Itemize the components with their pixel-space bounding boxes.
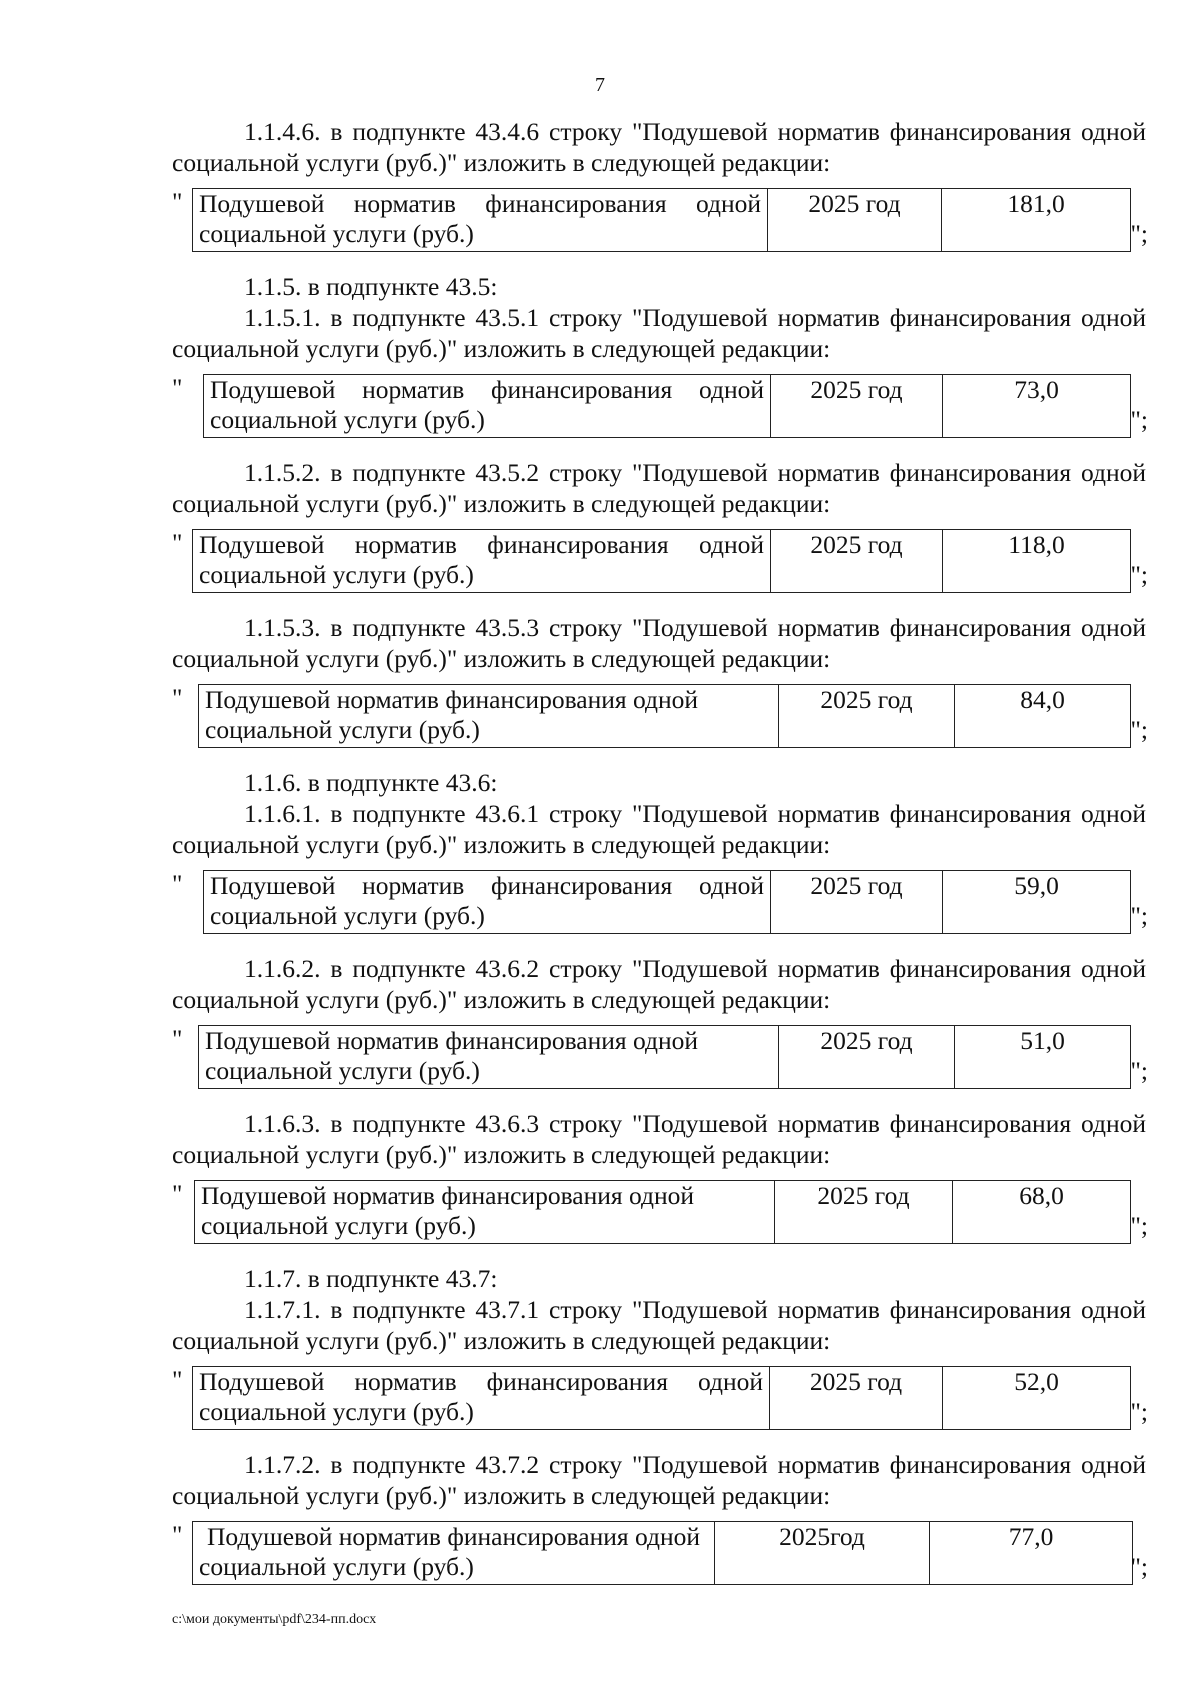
close-quote: ";: [1130, 560, 1149, 589]
open-quote: ": [172, 1520, 183, 1549]
footer-file-path: c:\мои документы\pdf\234-пп.docx: [172, 1612, 377, 1627]
value-cell: 52,0: [942, 1366, 1131, 1430]
replacement-row-43-5-2: " Подушевой норматив финансирования одно…: [172, 528, 1149, 595]
year-cell: 2025 год: [774, 1180, 953, 1244]
year-cell: 2025 год: [767, 188, 942, 252]
value-cell: 68,0: [952, 1180, 1131, 1244]
close-quote: ";: [1130, 1211, 1149, 1240]
norm-table-43-5-3: Подушевой норматив финансирования одной …: [198, 684, 1131, 748]
norm-table-43-4-6: Подушевой норматив финансирования одной …: [192, 188, 1131, 252]
paragraph-1-1-7: 1.1.7. в подпункте 43.7:: [244, 1264, 498, 1293]
paragraph-1-1-6-1: 1.1.6.1. в подпункте 43.6.1 строку "Поду…: [172, 799, 1146, 859]
norm-table-43-6-2: Подушевой норматив финансирования одной …: [198, 1025, 1131, 1089]
paragraph-1-1-4-6: 1.1.4.6. в подпункте 43.4.6 строку "Поду…: [172, 117, 1146, 177]
norm-label-cell: Подушевой норматив финансирования одной …: [192, 1521, 715, 1585]
paragraph-1-1-5-3: 1.1.5.3. в подпункте 43.5.3 строку "Поду…: [172, 613, 1146, 673]
open-quote: ": [172, 1024, 183, 1053]
open-quote: ": [172, 869, 183, 898]
replacement-row-43-6-1: " Подушевой норматив финансирования одно…: [172, 869, 1149, 936]
value-cell: 59,0: [942, 870, 1131, 934]
year-cell: 2025 год: [770, 870, 943, 934]
value-cell: 118,0: [942, 529, 1131, 593]
norm-label-cell: Подушевой норматив финансирования одной …: [203, 870, 771, 934]
paragraph-1-1-7-1: 1.1.7.1. в подпункте 43.7.1 строку "Поду…: [172, 1295, 1146, 1355]
close-quote: ";: [1130, 1056, 1149, 1085]
paragraph-1-1-5-2: 1.1.5.2. в подпункте 43.5.2 строку "Поду…: [172, 458, 1146, 518]
replacement-row-43-4-6: " Подушевой норматив финансирования одно…: [172, 187, 1149, 254]
open-quote: ": [172, 1179, 183, 1208]
replacement-row-43-6-2: " Подушевой норматив финансирования одно…: [172, 1024, 1149, 1091]
replacement-row-43-6-3: " Подушевой норматив финансирования одно…: [172, 1179, 1149, 1246]
value-cell: 84,0: [954, 684, 1131, 748]
paragraph-1-1-5-1: 1.1.5.1. в подпункте 43.5.1 строку "Поду…: [172, 303, 1146, 363]
paragraph-1-1-5: 1.1.5. в подпункте 43.5:: [244, 272, 498, 301]
open-quote: ": [172, 683, 183, 712]
norm-table-43-6-3: Подушевой норматив финансирования одной …: [194, 1180, 1131, 1244]
paragraph-1-1-6-3: 1.1.6.3. в подпункте 43.6.3 строку "Поду…: [172, 1109, 1146, 1169]
norm-table-43-7-2: Подушевой норматив финансирования одной …: [192, 1521, 1133, 1585]
close-quote: ";: [1130, 219, 1149, 248]
close-quote: ";: [1130, 1397, 1149, 1426]
close-quote: ";: [1130, 1552, 1149, 1581]
norm-label-cell: Подушевой норматив финансирования одной …: [194, 1180, 775, 1244]
norm-label-cell: Подушевой норматив финансирования одной …: [192, 188, 768, 252]
norm-label-cell: Подушевой норматив финансирования одной …: [198, 684, 779, 748]
norm-table-43-6-1: Подушевой норматив финансирования одной …: [203, 870, 1131, 934]
open-quote: ": [172, 1365, 183, 1394]
page-number: 7: [595, 74, 605, 96]
norm-table-43-7-1: Подушевой норматив финансирования одной …: [192, 1366, 1131, 1430]
value-cell: 181,0: [941, 188, 1131, 252]
year-cell: 2025 год: [778, 1025, 955, 1089]
value-cell: 77,0: [929, 1521, 1133, 1585]
replacement-row-43-5-1: " Подушевой норматив финансирования одно…: [172, 373, 1149, 440]
value-cell: 51,0: [954, 1025, 1131, 1089]
open-quote: ": [172, 373, 183, 402]
norm-table-43-5-1: Подушевой норматив финансирования одной …: [203, 374, 1131, 438]
year-cell: 2025 год: [778, 684, 955, 748]
year-cell: 2025 год: [769, 1366, 943, 1430]
replacement-row-43-7-1: " Подушевой норматив финансирования одно…: [172, 1365, 1149, 1432]
replacement-row-43-5-3: " Подушевой норматив финансирования одно…: [172, 683, 1149, 750]
paragraph-1-1-6: 1.1.6. в подпункте 43.6:: [244, 768, 498, 797]
value-cell: 73,0: [942, 374, 1131, 438]
document-body: 1.1.4.6. в подпункте 43.4.6 строку "Поду…: [172, 116, 1149, 1604]
norm-label-cell: Подушевой норматив финансирования одной …: [192, 1366, 770, 1430]
replacement-row-43-7-2: " Подушевой норматив финансирования одно…: [172, 1520, 1149, 1587]
close-quote: ";: [1130, 715, 1149, 744]
open-quote: ": [172, 528, 183, 557]
open-quote: ": [172, 187, 183, 216]
year-cell: 2025год: [714, 1521, 930, 1585]
norm-label-cell: Подушевой норматив финансирования одной …: [192, 529, 771, 593]
norm-label-cell: Подушевой норматив финансирования одной …: [198, 1025, 779, 1089]
norm-table-43-5-2: Подушевой норматив финансирования одной …: [192, 529, 1131, 593]
close-quote: ";: [1130, 405, 1149, 434]
norm-label-cell: Подушевой норматив финансирования одной …: [203, 374, 771, 438]
close-quote: ";: [1130, 901, 1149, 930]
year-cell: 2025 год: [770, 374, 943, 438]
year-cell: 2025 год: [770, 529, 943, 593]
paragraph-1-1-6-2: 1.1.6.2. в подпункте 43.6.2 строку "Поду…: [172, 954, 1146, 1014]
paragraph-1-1-7-2: 1.1.7.2. в подпункте 43.7.2 строку "Поду…: [172, 1450, 1146, 1510]
